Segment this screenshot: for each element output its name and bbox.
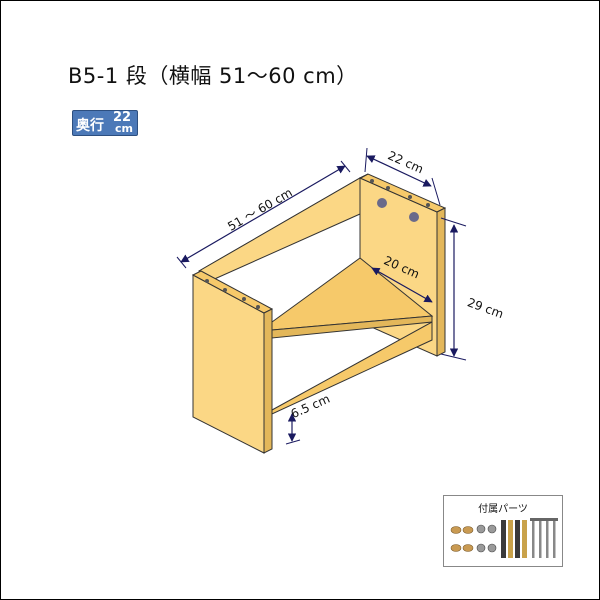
parts-label: 付属パーツ bbox=[478, 504, 528, 515]
depth-badge-unit: cm bbox=[115, 122, 133, 135]
screw-hole bbox=[377, 198, 387, 208]
parts-box: 付属パーツ bbox=[443, 495, 563, 567]
screw-icon bbox=[530, 518, 558, 558]
dowel-hole bbox=[223, 288, 227, 292]
height-label: 29 cm bbox=[465, 295, 505, 321]
screw-hole bbox=[409, 212, 419, 222]
parts-illustration bbox=[450, 518, 558, 558]
dowel-hole bbox=[256, 305, 260, 309]
dowel-hole bbox=[386, 186, 390, 190]
cam-lock-icon bbox=[476, 524, 497, 553]
dowel-hole bbox=[242, 297, 246, 301]
left-side-panel bbox=[191, 270, 274, 454]
depth-label: 22 cm bbox=[386, 148, 426, 176]
dowel-hole bbox=[408, 195, 412, 199]
depth-badge-number: 22 bbox=[113, 110, 132, 125]
dowel-hole bbox=[205, 279, 209, 283]
height-dimension: 29 cm bbox=[440, 217, 505, 361]
page-title: B5-1 段（横幅 51〜60 cm） bbox=[68, 64, 358, 88]
depth-badge-kanji: 奥行 bbox=[76, 118, 104, 134]
dowel-icon bbox=[450, 526, 474, 552]
connector-bolt-icon bbox=[501, 520, 527, 558]
dowel-hole bbox=[426, 203, 430, 207]
depth-badge: 奥行 22 cm bbox=[72, 110, 138, 136]
dowel-hole bbox=[370, 179, 374, 183]
